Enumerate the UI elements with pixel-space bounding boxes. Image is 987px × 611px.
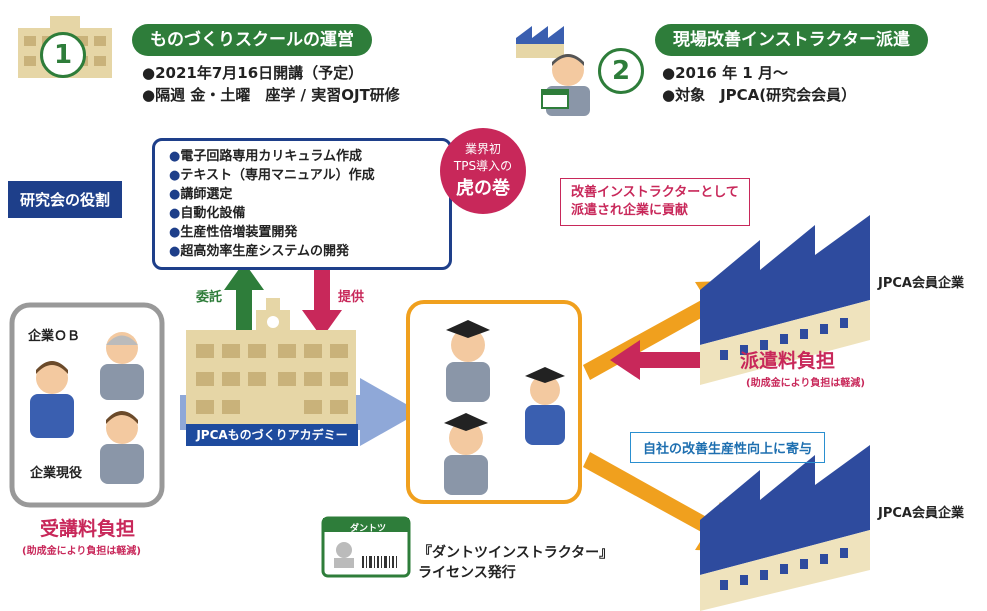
improvement-note: 自社の改善生産性向上に寄与 [630, 432, 826, 463]
section-1-item: 隔週 金・土曜 座学 / 実習OJT研修 [142, 84, 400, 106]
member-company-upper: JPCA会員企業 [878, 276, 964, 291]
section-1-number: 1 [40, 32, 86, 78]
roles-item: テキスト（専用マニュアル）作成 [169, 166, 437, 185]
section-2-title: 現場改善インストラクター派遣 [655, 24, 928, 56]
roles-item: 自動化設備 [169, 204, 437, 223]
roles-label: 研究会の役割 [8, 181, 123, 218]
roles-item: 超高効率生産システムの開発 [169, 242, 437, 261]
factory-lower-icon [700, 445, 870, 611]
dispatch-note: 改善インストラクターとして 派遣され企業に貢献 [560, 178, 750, 226]
roles-item: 生産性倍増装置開発 [169, 223, 437, 242]
badge-line2: TPS導入の [453, 159, 513, 173]
entrust-arrow [224, 262, 264, 330]
dispatch-fee-note: (助成金により負担は軽減) [746, 378, 865, 389]
instructors-box [406, 300, 582, 504]
provide-arrow [302, 270, 342, 338]
dispatch-fee-label: 派遣料負担 [740, 350, 836, 372]
tuition-fee-note: (助成金により負担は軽減) [22, 546, 141, 557]
dispatch-note-line1: 改善インストラクターとして [571, 185, 739, 200]
section-1-title: ものづくりスクールの運営 [132, 24, 372, 56]
license-card-icon [321, 516, 411, 578]
academy-building-icon [186, 298, 356, 440]
tuition-fee-label: 受講料負担 [40, 518, 136, 540]
provide-label: 提供 [338, 290, 365, 305]
trainee-ob-label: 企業ＯＢ [28, 329, 81, 344]
license-line2: ライセンス発行 [418, 565, 516, 581]
entrust-label: 委託 [196, 290, 223, 305]
license-line1: 『ダントツインストラクター』 [418, 545, 614, 561]
section-2-item: 対象 JPCA(研究会会員） [662, 84, 856, 106]
section-2-item: 2016 年 1 月〜 [662, 62, 856, 84]
academy-name: JPCAものづくりアカデミー [186, 424, 358, 446]
roles-box: 電子回路専用カリキュラム作成 テキスト（専用マニュアル）作成 講師選定 自動化設… [152, 138, 452, 270]
section-2-list: 2016 年 1 月〜 対象 JPCA(研究会会員） [662, 62, 856, 106]
badge-line1: 業界初 [464, 142, 501, 156]
dispatch-fee-arrow [610, 340, 735, 380]
factory-worker-icon [516, 26, 590, 116]
section-1-list: 2021年7月16日開講（予定） 隔週 金・土曜 座学 / 実習OJT研修 [142, 62, 400, 106]
trainee-figures [30, 332, 144, 484]
badge-line3: 虎の巻 [456, 178, 510, 199]
trainee-current-label: 企業現役 [30, 466, 83, 481]
license-card-label: ダントツ [350, 524, 387, 534]
section-2-number: 2 [598, 48, 644, 94]
section-1-item: 2021年7月16日開講（予定） [142, 62, 400, 84]
roles-item: 講師選定 [169, 185, 437, 204]
industry-first-badge: 業界初 TPS導入の 虎の巻 [440, 128, 526, 214]
member-company-lower: JPCA会員企業 [878, 506, 964, 521]
roles-item: 電子回路専用カリキュラム作成 [169, 147, 437, 166]
dispatch-note-line2: 派遣され企業に貢献 [571, 203, 689, 218]
factory-upper-icon [700, 215, 870, 385]
instructor-figures [444, 320, 565, 495]
